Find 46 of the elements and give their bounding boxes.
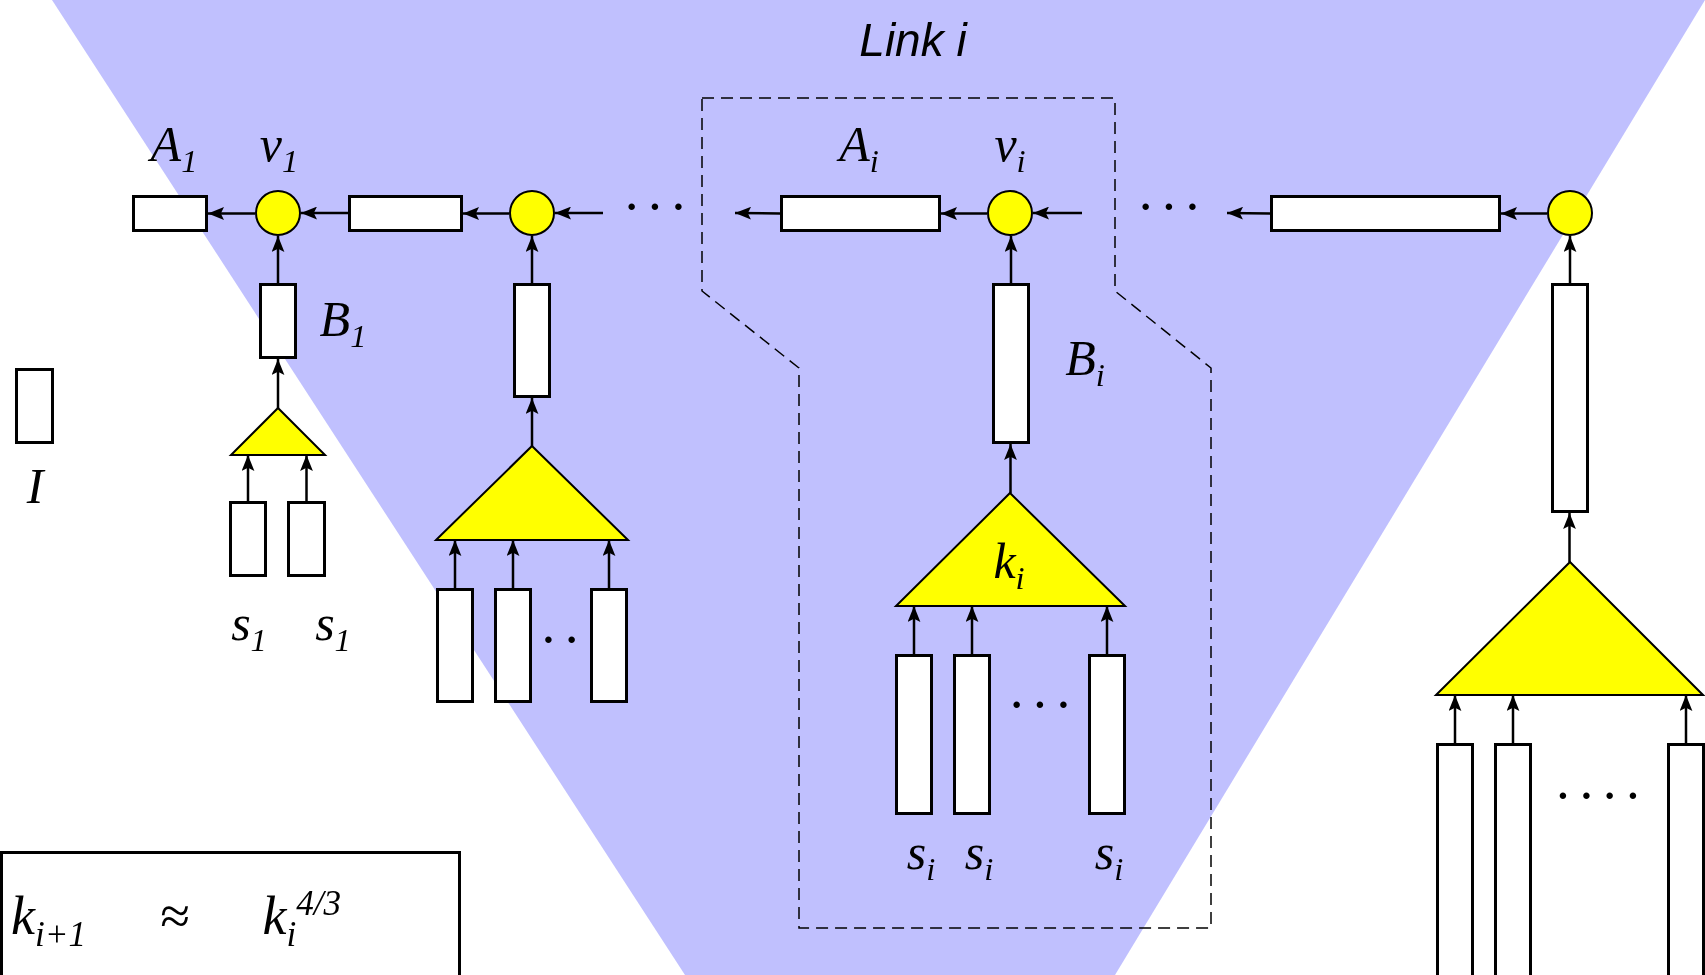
region-title: Link i bbox=[859, 17, 967, 63]
math-label: v$_{1}$ bbox=[259, 118, 299, 178]
math-label: s$_{i}$ bbox=[964, 826, 994, 886]
arrow bbox=[1563, 513, 1576, 562]
math-label: B$_{1}$ bbox=[319, 293, 367, 353]
arrow bbox=[602, 540, 616, 588]
arrow bbox=[301, 206, 348, 220]
arrow bbox=[1448, 695, 1462, 743]
ellipsis-dots: · · bbox=[541, 620, 579, 660]
arrow bbox=[1100, 606, 1114, 654]
arrow bbox=[735, 206, 780, 220]
math-label: s$_{1}$ bbox=[231, 597, 267, 657]
ellipsis-dots: · · · bbox=[1139, 187, 1199, 227]
ellipsis-dots: · · · bbox=[625, 187, 685, 227]
arrow bbox=[271, 236, 285, 283]
arrow bbox=[506, 540, 520, 588]
arrow bbox=[271, 359, 285, 408]
math-label: s$_{1}$ bbox=[315, 597, 351, 657]
arrow bbox=[525, 236, 539, 283]
math-label: s$_{i}$ bbox=[906, 826, 936, 886]
arrow bbox=[525, 398, 539, 446]
math-label: I bbox=[26, 461, 44, 511]
arrow bbox=[448, 540, 462, 588]
arrow bbox=[208, 207, 255, 220]
arrow bbox=[463, 207, 509, 220]
arrow bbox=[907, 606, 921, 654]
arrow bbox=[300, 455, 313, 501]
math-label: k$_{i}$ bbox=[993, 535, 1025, 595]
ellipsis-dots: · · · · bbox=[1556, 776, 1640, 816]
arrow bbox=[1033, 206, 1082, 220]
arrow bbox=[241, 455, 255, 501]
arrow bbox=[555, 206, 603, 220]
ellipsis-dots: · · · bbox=[1010, 685, 1070, 725]
arrow bbox=[941, 207, 987, 220]
math-label: s$_{i}$ bbox=[1094, 826, 1124, 886]
math-label: v$_{i}$ bbox=[994, 118, 1026, 178]
arrow bbox=[1506, 695, 1520, 743]
arrow bbox=[1004, 236, 1018, 283]
arrow bbox=[1563, 236, 1577, 283]
arrow bbox=[1227, 206, 1270, 220]
arrow bbox=[965, 606, 979, 654]
math-label: B$_{i}$ bbox=[1065, 332, 1105, 392]
math-label: A$_{1}$ bbox=[150, 118, 198, 178]
arrow bbox=[1679, 695, 1693, 743]
arrow bbox=[1501, 207, 1547, 220]
arrow bbox=[1004, 444, 1017, 493]
